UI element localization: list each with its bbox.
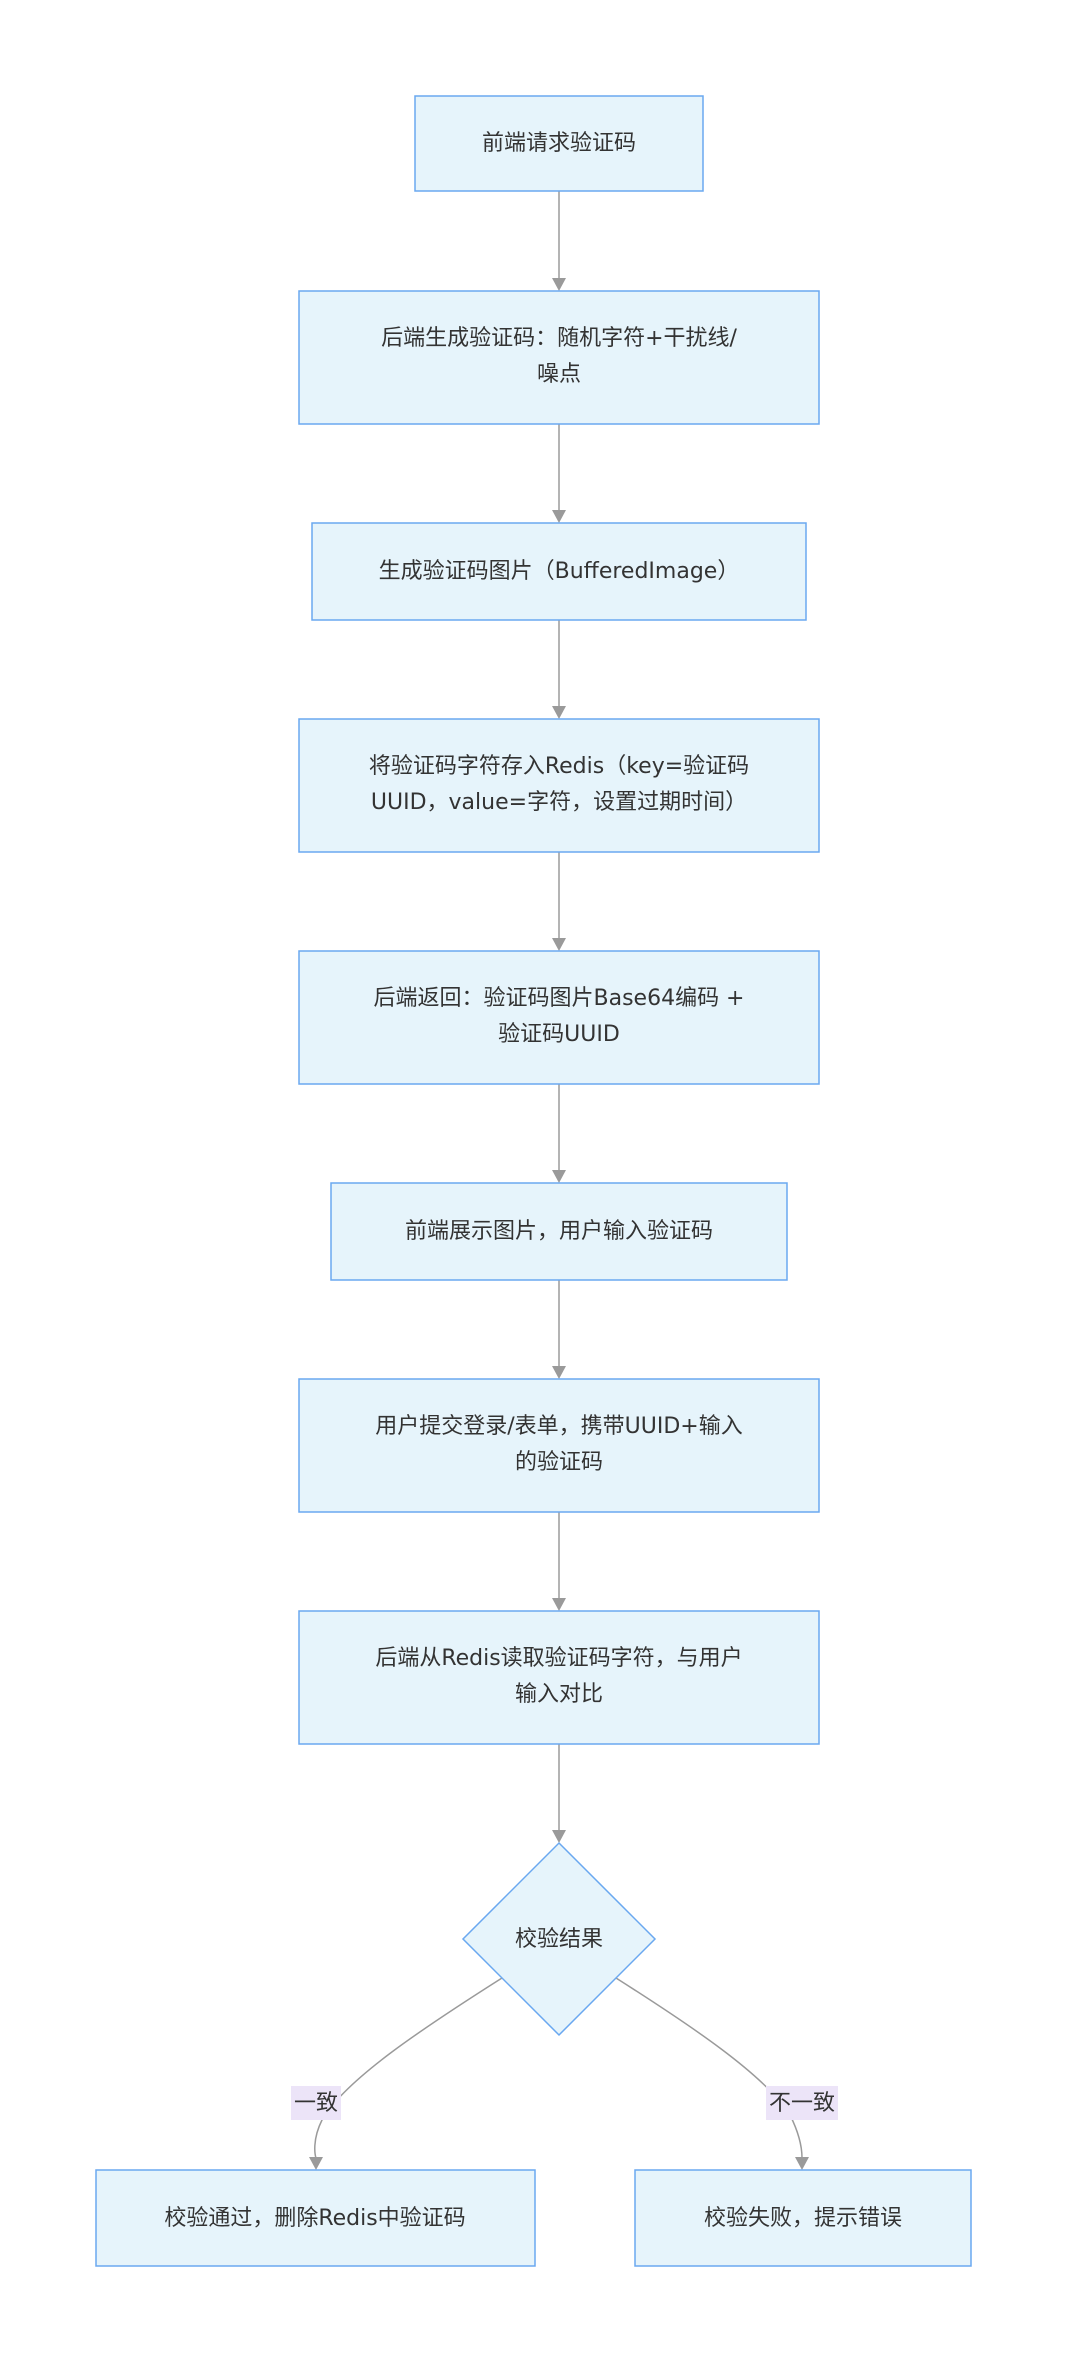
- node-decision: 校验结果: [461, 1841, 657, 2037]
- node-display-line-1: 前端展示图片，用户输入验证码: [405, 1219, 713, 1244]
- edge-decision-fail: [615, 1977, 803, 2159]
- edge-decision-pass: [314, 1977, 503, 2159]
- node-return: 后端返回：验证码图片Base64编码 + 验证码UUID: [298, 950, 820, 1085]
- node-display: 前端展示图片，用户输入验证码: [330, 1182, 788, 1281]
- node-image: 生成验证码图片（BufferedImage）: [311, 522, 807, 621]
- node-return-line-1: 后端返回：验证码图片Base64编码 +: [374, 986, 745, 1011]
- arrow-decision-pass: [309, 2157, 323, 2170]
- arrow-display-submit: [552, 1366, 566, 1379]
- node-request-line-1: 前端请求验证码: [482, 131, 636, 156]
- node-fail-line-1: 校验失败，提示错误: [704, 2206, 902, 2231]
- node-request: 前端请求验证码: [414, 95, 704, 192]
- arrow-compare-decision: [552, 1830, 566, 1843]
- node-decision-line-1: 校验结果: [515, 1927, 603, 1952]
- arrow-generate-image: [552, 510, 566, 523]
- node-submit-line-1: 用户提交登录/表单，携带UUID+输入: [375, 1414, 742, 1439]
- node-store-line-1: 将验证码字符存入Redis（key=验证码: [369, 754, 749, 779]
- node-generate: 后端生成验证码：随机字符+干扰线/ 噪点: [298, 290, 820, 425]
- node-return-line-2: 验证码UUID: [498, 1022, 620, 1047]
- node-store: 将验证码字符存入Redis（key=验证码 UUID，value=字符，设置过期…: [298, 718, 820, 853]
- node-store-line-2: UUID，value=字符，设置过期时间）: [371, 790, 747, 815]
- node-compare: 后端从Redis读取验证码字符，与用户 输入对比: [298, 1610, 820, 1745]
- edge-label-mismatch: 不一致: [766, 2086, 838, 2120]
- edge-label-mismatch-text: 不一致: [769, 2091, 835, 2116]
- arrow-submit-compare: [552, 1598, 566, 1611]
- edge-label-match: 一致: [291, 2086, 341, 2120]
- node-submit-line-2: 的验证码: [515, 1450, 603, 1475]
- node-pass-line-1: 校验通过，删除Redis中验证码: [164, 2206, 465, 2231]
- node-generate-line-2: 噪点: [537, 362, 581, 387]
- node-fail: 校验失败，提示错误: [634, 2169, 972, 2267]
- arrow-decision-fail: [795, 2157, 809, 2170]
- arrow-store-return: [552, 938, 566, 951]
- node-submit: 用户提交登录/表单，携带UUID+输入 的验证码: [298, 1378, 820, 1513]
- arrow-return-display: [552, 1170, 566, 1183]
- arrow-request-generate: [552, 278, 566, 291]
- node-compare-line-1: 后端从Redis读取验证码字符，与用户: [375, 1646, 742, 1671]
- node-compare-line-2: 输入对比: [515, 1682, 603, 1707]
- node-image-line-1: 生成验证码图片（BufferedImage）: [379, 559, 740, 584]
- edge-label-match-text: 一致: [294, 2091, 338, 2116]
- node-generate-line-1: 后端生成验证码：随机字符+干扰线/: [381, 326, 737, 351]
- arrow-image-store: [552, 706, 566, 719]
- node-pass: 校验通过，删除Redis中验证码: [95, 2169, 536, 2267]
